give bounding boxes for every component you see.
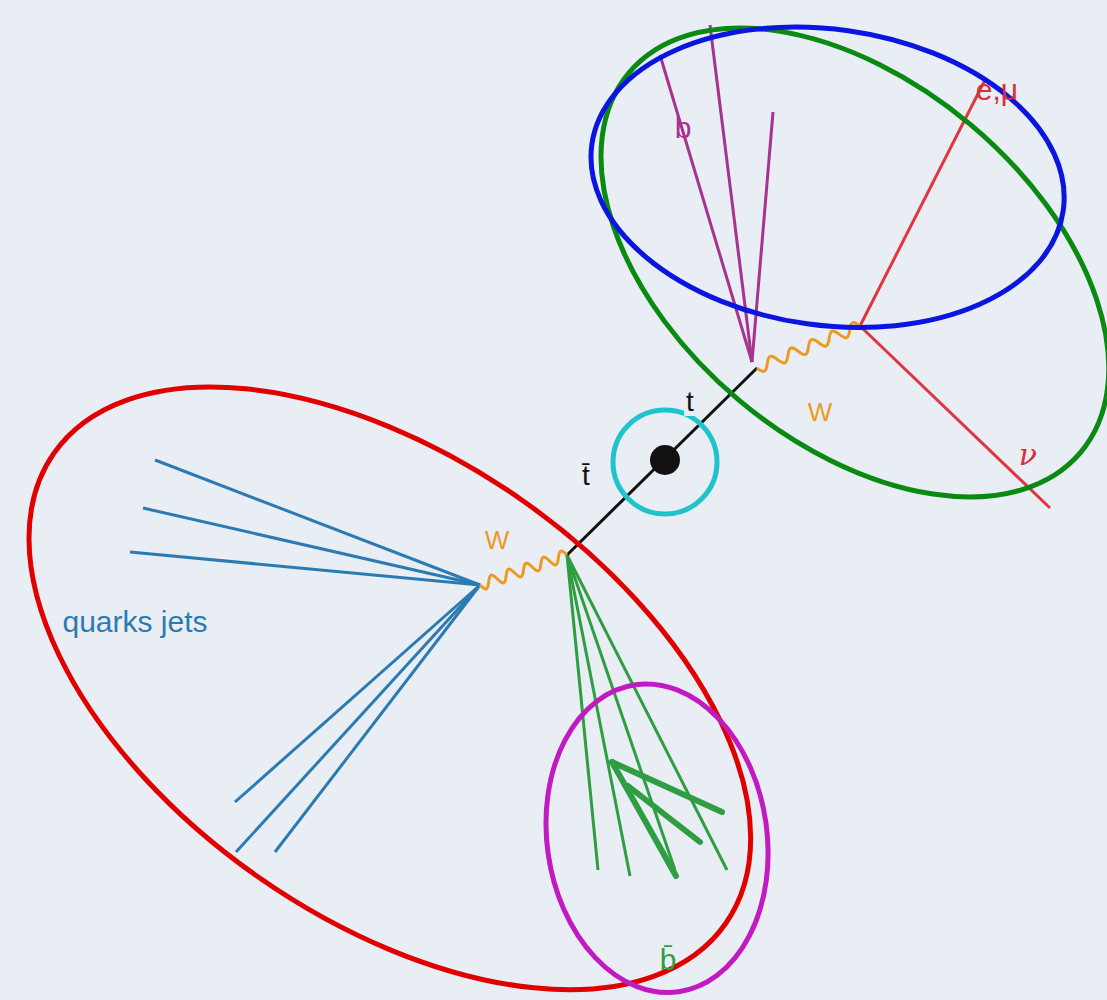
- group-ellipse: [542, 680, 772, 997]
- vertex-dot: [650, 445, 680, 475]
- decay-group: b e,μ: [587, 23, 1068, 332]
- w-wave: [480, 551, 567, 589]
- vertex-circle: [613, 410, 717, 514]
- particle-label: quarks jets: [62, 607, 207, 637]
- group-ellipse: [597, 24, 1107, 501]
- group-outline: [513, 0, 1107, 589]
- particle-label: ν: [1019, 440, 1037, 470]
- particle-label: e,μ: [976, 75, 1018, 105]
- bbar-arrow: [612, 762, 722, 876]
- group-ellipse: [587, 23, 1068, 332]
- decay-group: Wν b e,μ: [597, 24, 1107, 501]
- quark-label: t: [684, 388, 696, 416]
- quark-jet-lines: [130, 460, 480, 852]
- group-outline: [572, 0, 1085, 357]
- group-outline: [526, 669, 787, 1000]
- lepton-lines: [860, 80, 1050, 508]
- quark-label: t̄: [580, 462, 592, 490]
- particle-label: W: [485, 527, 510, 553]
- particle-label: b: [675, 113, 692, 143]
- group-ellipse: [25, 383, 755, 994]
- decay-group: b̄: [542, 680, 772, 997]
- decay-group: Wquarks jets b̄: [25, 383, 755, 994]
- group-outline: [0, 264, 858, 1000]
- particle-label: W: [808, 399, 833, 425]
- particle-label: b̄: [660, 945, 677, 975]
- w-wave: [757, 323, 860, 372]
- top-quark-line: [567, 368, 757, 555]
- w-boson-waves: [480, 323, 860, 589]
- bbar-jet-lines: [567, 555, 727, 876]
